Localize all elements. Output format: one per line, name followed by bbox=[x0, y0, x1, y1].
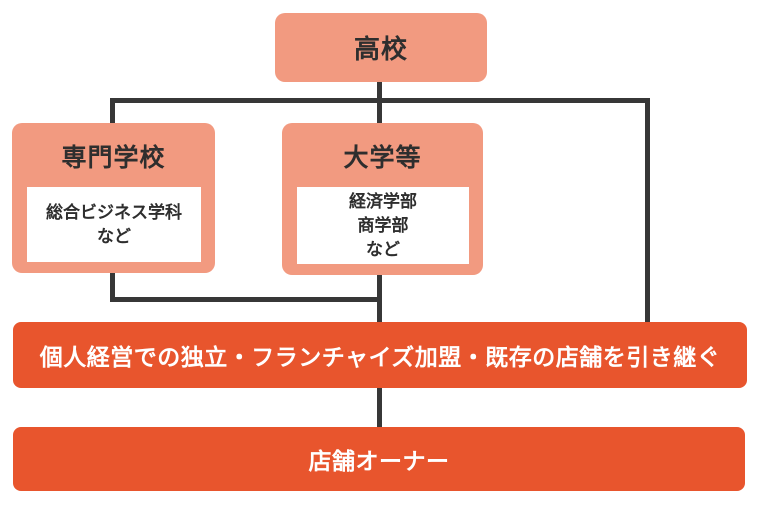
node-university-heading: 大学等 bbox=[343, 144, 422, 172]
node-vocational-detail-text: 総合ビジネス学科 など bbox=[46, 202, 182, 246]
node-university-detail-box: 経済学部 商学部 など bbox=[297, 187, 469, 264]
bar-store-owner: 店舗オーナー bbox=[13, 427, 745, 491]
connector-university-to-career-path bbox=[377, 275, 382, 324]
node-university-detail-text: 経済学部 商学部 など bbox=[349, 191, 417, 259]
node-vocational-school: 専門学校 総合ビジネス学科 など bbox=[12, 123, 215, 273]
bar-career-path: 個人経営での独立・フランチャイズ加盟・既存の店舗を引き継ぐ bbox=[13, 322, 747, 388]
connector-career-path-to-owner bbox=[377, 386, 382, 429]
connector-direct-to-career-path bbox=[645, 98, 650, 324]
connector-vocational-down bbox=[110, 273, 115, 302]
node-vocational-detail-box: 総合ビジネス学科 など bbox=[27, 187, 201, 262]
connector-upper-horizontal bbox=[110, 98, 650, 103]
connector-lower-horizontal bbox=[110, 297, 382, 302]
bar-store-owner-label: 店舗オーナー bbox=[308, 448, 450, 474]
connector-to-vocational bbox=[110, 98, 115, 125]
node-university: 大学等 経済学部 商学部 など bbox=[282, 123, 483, 275]
node-vocational-heading: 専門学校 bbox=[61, 144, 166, 172]
node-highschool: 高校 bbox=[275, 13, 487, 82]
node-highschool-label: 高校 bbox=[353, 34, 408, 64]
bar-career-path-label: 個人経営での独立・フランチャイズ加盟・既存の店舗を引き継ぐ bbox=[39, 344, 721, 370]
